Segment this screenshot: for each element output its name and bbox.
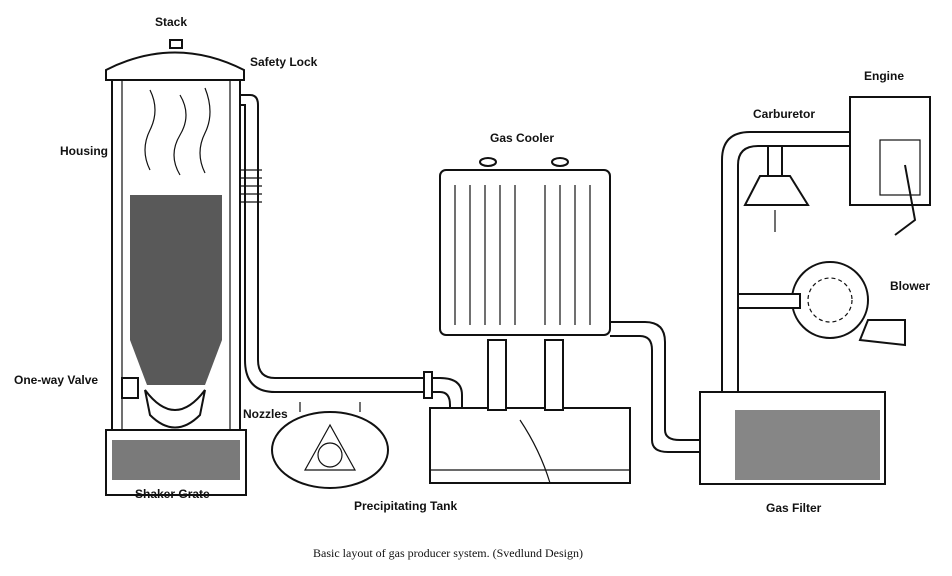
engine — [849, 96, 931, 236]
label-housing: Housing — [60, 144, 108, 158]
blower — [737, 261, 906, 347]
label-blower: Blower — [890, 279, 930, 293]
gas-filter — [699, 391, 886, 485]
gas-pipe-3 — [721, 131, 855, 392]
label-carburetor: Carburetor — [753, 107, 815, 121]
label-engine: Engine — [864, 69, 904, 83]
gas-pipe-2 — [610, 321, 700, 441]
label-one-way-valve: One-way Valve — [14, 373, 98, 387]
label-precipitating-tank: Precipitating Tank — [354, 499, 457, 513]
gas-pipe-1 — [240, 94, 463, 412]
gas-cooler — [439, 157, 611, 336]
label-safety-lock: Safety Lock — [250, 55, 318, 69]
figure-caption: Basic layout of gas producer system. (Sv… — [313, 546, 583, 560]
carburetor — [743, 145, 810, 232]
nozzles-detail — [271, 402, 389, 489]
label-gas-filter: Gas Filter — [766, 501, 822, 515]
label-stack: Stack — [155, 15, 187, 29]
label-shaker-grate: Shaker Grate — [135, 487, 210, 501]
label-gas-cooler: Gas Cooler — [490, 131, 554, 145]
precipitating-tank — [429, 339, 631, 484]
housing — [105, 39, 247, 496]
label-nozzles: Nozzles — [243, 407, 288, 421]
